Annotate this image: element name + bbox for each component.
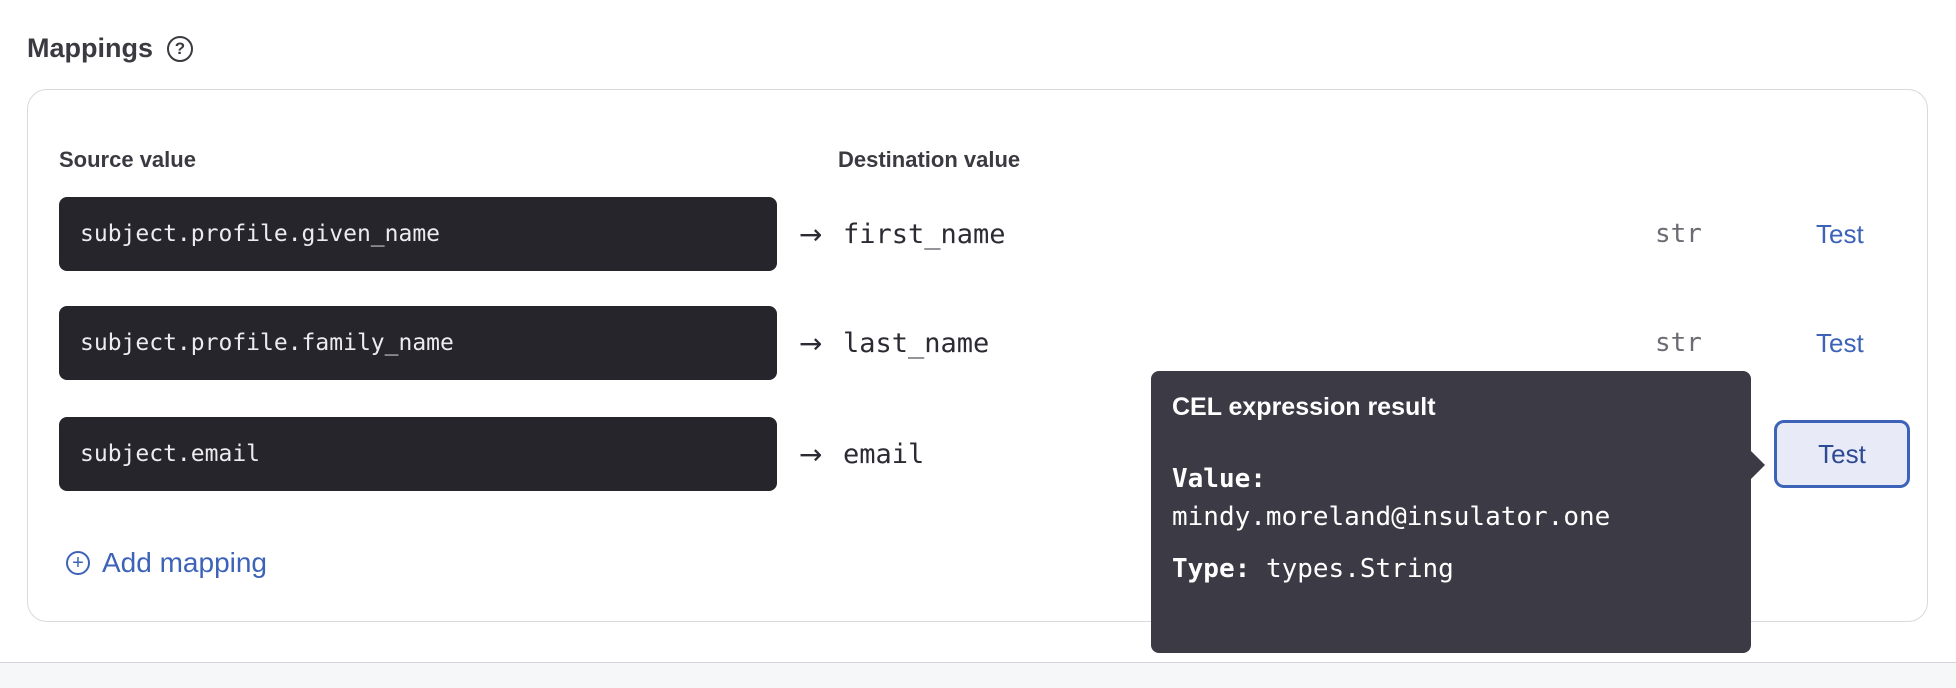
mappings-header: Mappings ? bbox=[27, 33, 193, 64]
section-title: Mappings bbox=[27, 33, 153, 63]
test-button[interactable]: Test bbox=[1816, 218, 1864, 249]
add-mapping-button[interactable]: + Add mapping bbox=[66, 547, 267, 579]
cel-result-tooltip: CEL expression result Value: mindy.morel… bbox=[1151, 371, 1765, 653]
destination-field: first_name bbox=[843, 218, 1006, 250]
source-expression-input[interactable]: subject.email bbox=[59, 417, 777, 491]
type-label: str bbox=[1655, 219, 1702, 249]
add-mapping-label: Add mapping bbox=[102, 547, 268, 578]
tooltip-type-block: Type: types.String bbox=[1172, 554, 1730, 584]
arrow-right-icon: → bbox=[799, 437, 823, 471]
arrow-right-icon: → bbox=[799, 326, 823, 360]
tooltip-value: mindy.moreland@insulator.one bbox=[1172, 502, 1611, 532]
test-button-active[interactable]: Test bbox=[1774, 420, 1910, 488]
destination-field: last_name bbox=[843, 327, 990, 359]
plus-circle-icon: + bbox=[66, 551, 90, 575]
arrow-right-icon: → bbox=[799, 217, 823, 251]
mapping-row: subject.email → email bbox=[0, 417, 1956, 491]
mapping-row: subject.profile.family_name → last_name … bbox=[0, 306, 1956, 380]
test-button[interactable]: Test bbox=[1816, 327, 1864, 358]
destination-column-header: Destination value bbox=[838, 147, 1021, 172]
tooltip-type-value: types.String bbox=[1265, 554, 1454, 584]
footer-bar bbox=[0, 662, 1956, 688]
type-label: str bbox=[1655, 328, 1702, 358]
tooltip-value-label: Value: bbox=[1172, 464, 1266, 494]
tooltip-title: CEL expression result bbox=[1172, 393, 1436, 421]
source-expression-input[interactable]: subject.profile.given_name bbox=[59, 197, 777, 271]
source-column-header: Source value bbox=[59, 147, 196, 172]
mapping-row: subject.profile.given_name → first_name … bbox=[0, 197, 1956, 271]
tooltip-type-label: Type: bbox=[1172, 554, 1251, 584]
tooltip-value-block: Value: mindy.moreland@insulator.one bbox=[1172, 460, 1730, 536]
destination-field: email bbox=[843, 438, 925, 470]
question-circle-icon[interactable]: ? bbox=[167, 35, 193, 62]
source-expression-input[interactable]: subject.profile.family_name bbox=[59, 306, 777, 380]
